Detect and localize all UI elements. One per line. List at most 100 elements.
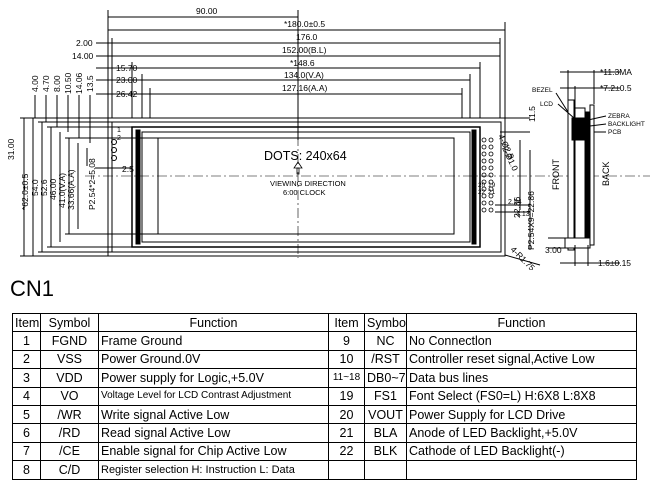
pin-symbol: BLK (364, 441, 407, 462)
viewing-direction: VIEWING DIRECTION (270, 179, 346, 188)
pin-symbol: DB0~7 (364, 368, 407, 388)
pin-symbol: C/D (40, 460, 99, 480)
pin-symbol: BLA (364, 423, 407, 443)
pin-assignment-table: Item Symbol Function Item Symbol Functio… (12, 312, 637, 480)
dim-62: *62.0±0.5 (20, 173, 30, 210)
header-symbol: Symbol (40, 312, 99, 333)
pin-function: Register selection H: Instruction L: Dat… (98, 460, 329, 480)
dim-41: 41.0(V.A) (57, 173, 67, 208)
pin-symbol: VO (40, 386, 99, 406)
side-label-lcd: LCD (540, 101, 553, 108)
dim-90: 90.00 (196, 6, 218, 16)
pin-function: Power supply for Logic,+5.0V (98, 368, 329, 388)
pin-22: 22 (478, 189, 486, 196)
dim-14: 14.00 (72, 51, 94, 61)
header-item: Item (328, 312, 365, 333)
dim-31: 31.00 (6, 138, 16, 160)
pin-function: Controller reset signal,Active Low (406, 349, 637, 370)
back-label: BACK (601, 161, 611, 186)
dim-15-7: 15.70 (116, 63, 138, 73)
table-row: 8 C/D Register selection H: Instruction … (12, 460, 637, 480)
mechanical-drawing: 90.00 *180.0±0.5 176.0 152.00(B.L) *148.… (6, 6, 650, 270)
dim-4: 4.00 (30, 75, 40, 92)
pin-symbol: FGND (40, 331, 99, 351)
pin-item: 1 (12, 331, 41, 351)
pin-21: 21 (488, 189, 496, 196)
pin-symbol (364, 460, 407, 480)
table-row: 5 /WR Write signal Active Low 20 VOUT Po… (12, 404, 637, 425)
header-function: Function (406, 312, 637, 333)
pin-20: 20 (478, 182, 486, 189)
dim-22-86: 22.86 (512, 196, 522, 218)
pin-symbol: /RD (40, 423, 99, 443)
header-symbol: Symbol (364, 312, 407, 333)
dim-11-5: 11.5 (527, 106, 537, 122)
pin-function (406, 460, 637, 480)
pin-symbol: VSS (40, 349, 99, 370)
table-row: 2 VSS Power Ground.0V 10 /RST Controller… (12, 349, 637, 370)
pin-symbol: FS1 (364, 386, 407, 406)
dim-2-5: 2.5 (122, 164, 134, 174)
dim-127: 127.16(A.A) (282, 83, 328, 93)
side-label-zebra: ZEBRA (608, 113, 630, 120)
dim-pitch-right: P2.54X9=22.86 (526, 191, 536, 250)
dim-176: 176.0 (296, 32, 318, 42)
pin-mark-1: 1 (117, 127, 121, 134)
table-row: 4 VO Voltage Level for LCD Contrast Adju… (12, 386, 637, 406)
dim-13-5: 13.5 (85, 75, 95, 92)
dim-33-66: 33.66(A.A) (66, 169, 76, 210)
pin-function: Power Ground.0V (98, 349, 329, 370)
pin-item: 20 (328, 404, 365, 425)
side-label-backlight: BACKLIGHT (608, 121, 645, 128)
pin-function: Anode of LED Backlight,+5.0V (406, 423, 637, 443)
pin-item: 5 (12, 404, 41, 425)
pin-function: Font Select (FS0=L) H:6X8 L:8X8 (406, 386, 637, 406)
dim-23: 23.00 (116, 75, 138, 85)
dim-54: 54.0 (30, 179, 40, 196)
table-row: 7 /CE Enable signal for Chip Active Low … (12, 441, 637, 462)
side-label-pcb: PCB (608, 129, 621, 136)
front-label: FRONT (551, 159, 561, 190)
dim-pitch-left: P2.54*2=5.08 (87, 158, 97, 210)
connector-title: CN1 (10, 276, 55, 301)
pin-item (328, 460, 365, 480)
pin-function: No Connectlon (406, 331, 637, 351)
pin-function: Data bus lines (406, 368, 637, 388)
pin-function: Enable signal for Chip Active Low (98, 441, 329, 462)
dim-2: 2.00 (76, 38, 93, 48)
pin-function: Voltage Level for LCD Contrast Adjustmen… (98, 386, 329, 406)
table-row: 6 /RD Read signal Active Low 21 BLA Anod… (12, 423, 637, 443)
dim-2-54: 2.54 (508, 199, 522, 206)
pin-mark-2: 2 (117, 135, 121, 142)
side-label-bezel: BEZEL (532, 87, 553, 94)
dots-label: DOTS: 240x64 (264, 149, 347, 163)
pin-symbol: VDD (40, 368, 99, 388)
pin-item: 8 (12, 460, 41, 480)
side-dim-11-3: *11.3MA (600, 67, 632, 77)
pin-item: 2 (12, 349, 41, 370)
pin-item: 19 (328, 386, 365, 406)
header-function: Function (98, 312, 329, 333)
pin-item: 4 (12, 386, 41, 406)
pin-item: 22 (328, 441, 365, 462)
dim-4-13: 4.13 (516, 211, 530, 218)
pin-function: Read signal Active Low (98, 423, 329, 443)
pin-item: 11~18 (328, 368, 365, 388)
pin-item: 3 (12, 368, 41, 388)
dim-52-6: 52.6 (39, 179, 49, 196)
pin-symbol: /RST (364, 349, 407, 370)
dim-4-7: 4.70 (41, 75, 51, 92)
pin-function: Frame Ground (98, 331, 329, 351)
dim-26-42: 26.42 (116, 89, 138, 99)
clock-label: 6:00 CLOCK (283, 188, 326, 197)
pin-symbol: /WR (40, 404, 99, 425)
table-row: 3 VDD Power supply for Logic,+5.0V 11~18… (12, 368, 637, 388)
header-item: Item (12, 312, 41, 333)
pin-symbol: VOUT (364, 404, 407, 425)
pin-item: 21 (328, 423, 365, 443)
pin-symbol: NC (364, 331, 407, 351)
dim-152: 152.00(B.L) (282, 45, 327, 55)
pin-19: 19 (488, 182, 496, 189)
pin-item: 6 (12, 423, 41, 443)
pin-function: Write signal Active Low (98, 404, 329, 425)
